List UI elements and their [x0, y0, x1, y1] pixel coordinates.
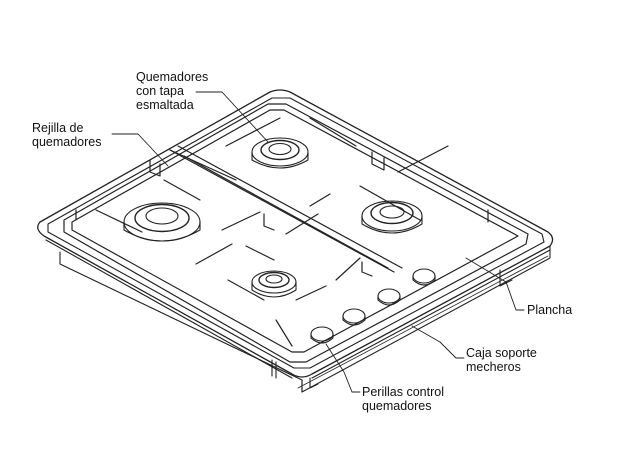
knob-4: [412, 268, 436, 286]
label-burners-line2: con tapa: [136, 84, 184, 98]
label-grate-line2: quemadores: [32, 135, 102, 149]
burner-front-left: [123, 202, 201, 242]
label-plate-line1: Plancha: [527, 303, 573, 317]
burner-rear-right: [361, 200, 423, 234]
label-housing: Caja soporte mecheros: [466, 346, 537, 374]
burner-front-right: [251, 270, 297, 298]
label-burners-line3: esmaltada: [136, 98, 194, 112]
label-knobs-line1: Perillas control: [362, 385, 444, 399]
label-knobs-line2: quemadores: [362, 399, 432, 413]
leader-knobs: [325, 343, 361, 393]
knob-1: [310, 326, 334, 344]
label-housing-line1: Caja soporte: [466, 346, 537, 360]
leader-grate: [111, 133, 169, 167]
knob-3: [377, 288, 401, 306]
knob-2: [342, 308, 366, 326]
leader-housing: [411, 325, 465, 359]
label-burners: Quemadores con tapa esmaltada: [136, 70, 208, 112]
burner-rear-left: [251, 137, 309, 169]
label-housing-line2: mecheros: [466, 360, 521, 374]
label-grate-line1: Rejilla de: [32, 121, 84, 135]
leader-burners: [195, 91, 269, 143]
cooktop-plate: [37, 89, 554, 389]
label-burners-line1: Quemadores: [136, 70, 209, 84]
leader-plate: [465, 257, 525, 311]
leader-lines: [111, 91, 525, 393]
label-grate: Rejilla de quemadores: [32, 121, 102, 149]
label-knobs: Perillas control quemadores: [362, 385, 444, 413]
control-knobs: [310, 268, 436, 344]
label-plate: Plancha: [527, 303, 572, 317]
burner-grate: [63, 103, 529, 363]
